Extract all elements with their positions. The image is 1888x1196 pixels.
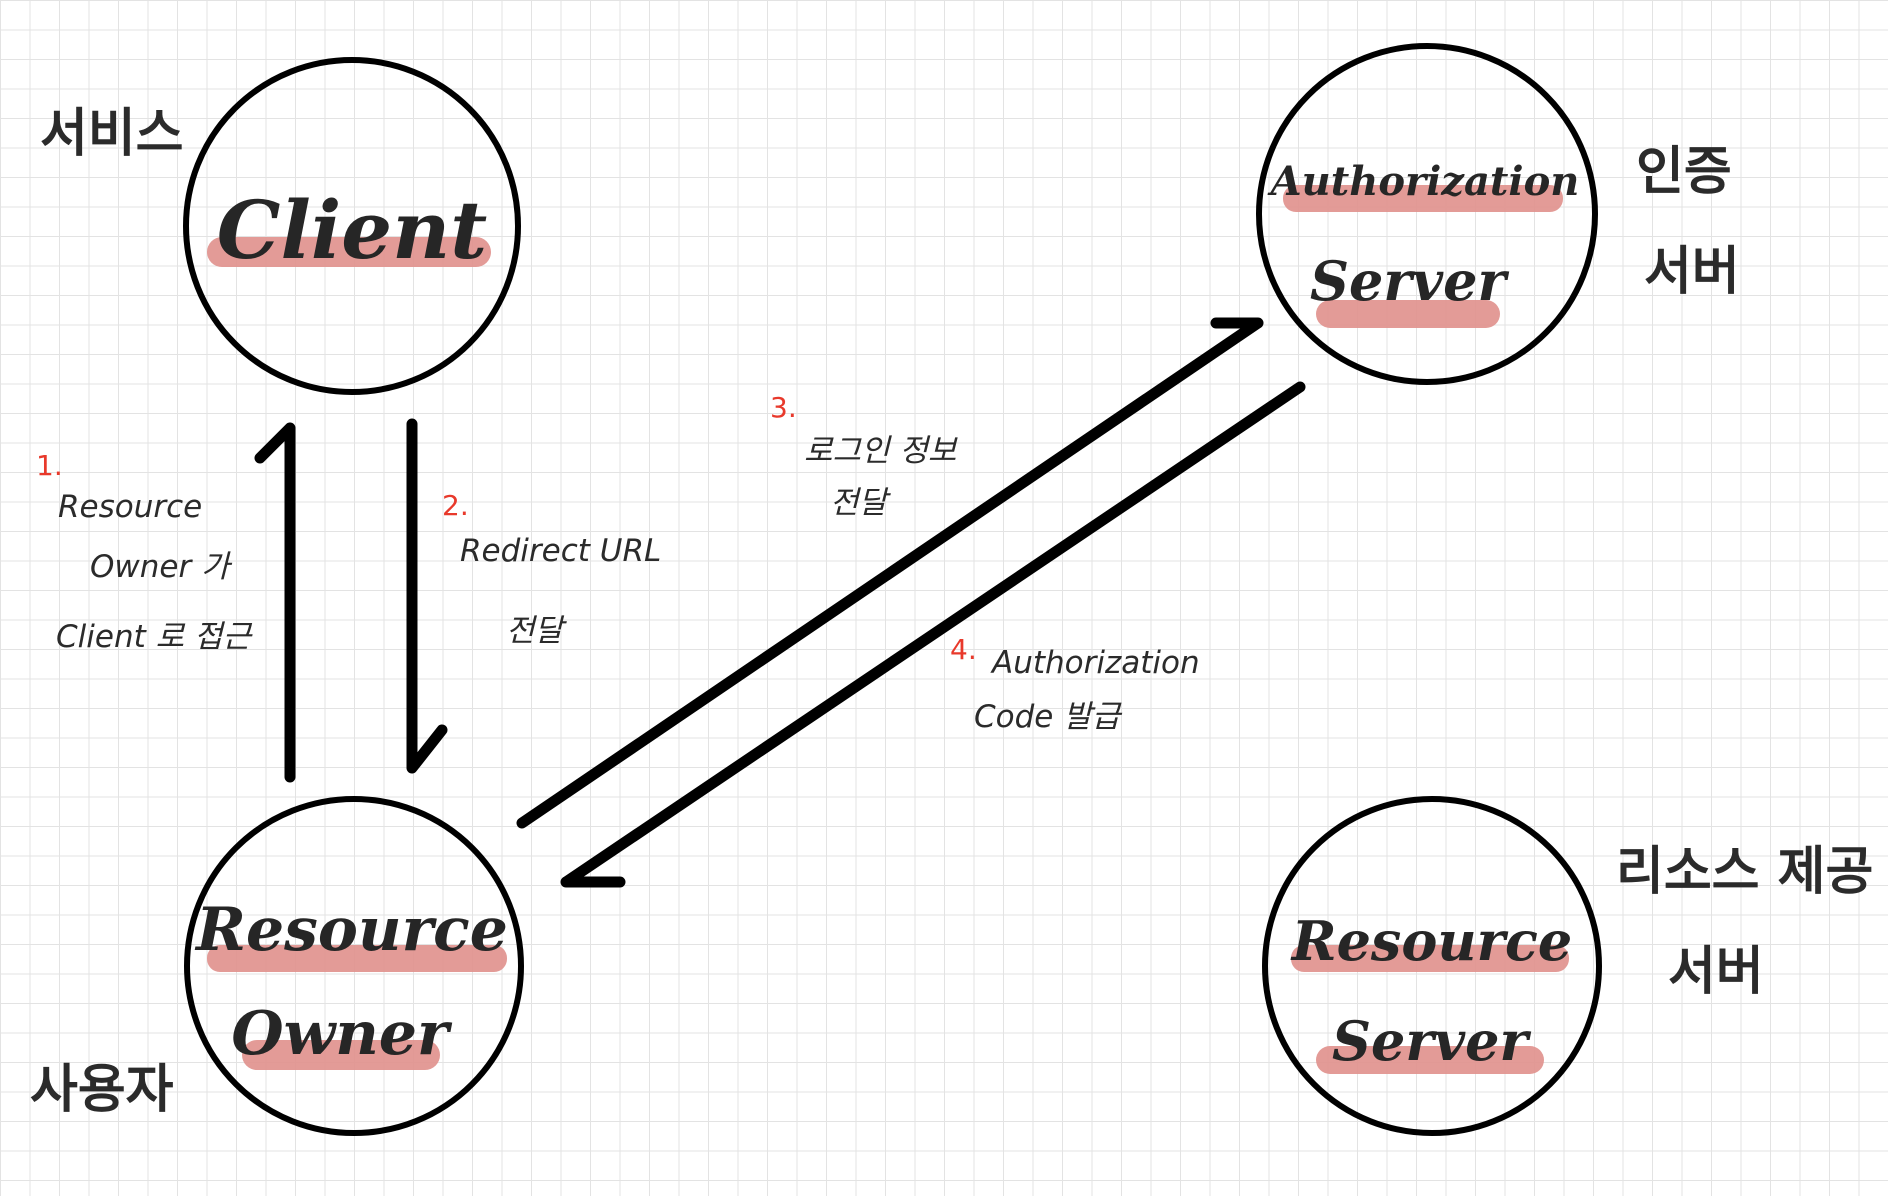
authorization-highlight	[1283, 185, 1563, 212]
resource-server-label-line1: Resource	[1290, 909, 1573, 973]
step-3-line1: 로그인 정보	[804, 433, 957, 469]
client-label: Client	[217, 183, 488, 277]
step-4-line2: Code 발급	[974, 699, 1121, 735]
step-4-number: 4.	[950, 633, 977, 666]
step-1-line2: Owner 가	[90, 549, 230, 585]
resource-owner-label-line1: Resource	[194, 895, 508, 965]
client-role-label: 서비스	[40, 104, 184, 164]
resource-server-highlight	[1291, 945, 1569, 972]
resource-owner-label-line2: Owner	[231, 999, 453, 1069]
step-3-number: 3.	[770, 391, 797, 424]
authorization-server-role-line1: 인증	[1636, 142, 1732, 202]
arrow-step-1	[254, 422, 296, 783]
resource-server-role-line2: 서버	[1668, 942, 1764, 1002]
resource-owner-highlight	[207, 945, 507, 972]
authorization-server-node: Authorization Server	[1256, 43, 1598, 385]
step-2-line2: 전달	[506, 613, 564, 649]
step-2-line1: Redirect URL	[460, 533, 662, 569]
arrow-step-4	[560, 381, 1306, 888]
step-3-line2: 전달	[830, 485, 888, 521]
authorization-server-label-line1: Authorization	[1267, 158, 1580, 205]
step-1-number: 1.	[36, 449, 63, 482]
step-1-line3: Client 로 접근	[56, 619, 252, 655]
arrow-step-3	[516, 317, 1264, 829]
resource-server-role-line1: 리소스 제공	[1616, 842, 1874, 902]
step-1-line1: Resource	[58, 489, 203, 525]
authorization-server-highlight	[1316, 300, 1500, 328]
resource-server-node: Resource Server	[1262, 796, 1602, 1136]
resource-owner-role-label: 사용자	[30, 1060, 174, 1120]
step-4-line1: Authorization	[992, 645, 1200, 681]
authorization-server-role-line2: 서버	[1644, 242, 1740, 302]
resource-owner-node: Resource Owner	[184, 796, 524, 1136]
client-node: Client	[183, 57, 521, 395]
owner-highlight	[242, 1040, 440, 1070]
client-highlight	[207, 237, 491, 267]
step-2-number: 2.	[442, 489, 469, 522]
resource-server-label-line2: Server	[1332, 1009, 1532, 1073]
server-highlight	[1316, 1046, 1544, 1074]
authorization-server-label-line2: Server	[1310, 249, 1510, 313]
arrow-step-2	[406, 418, 448, 774]
